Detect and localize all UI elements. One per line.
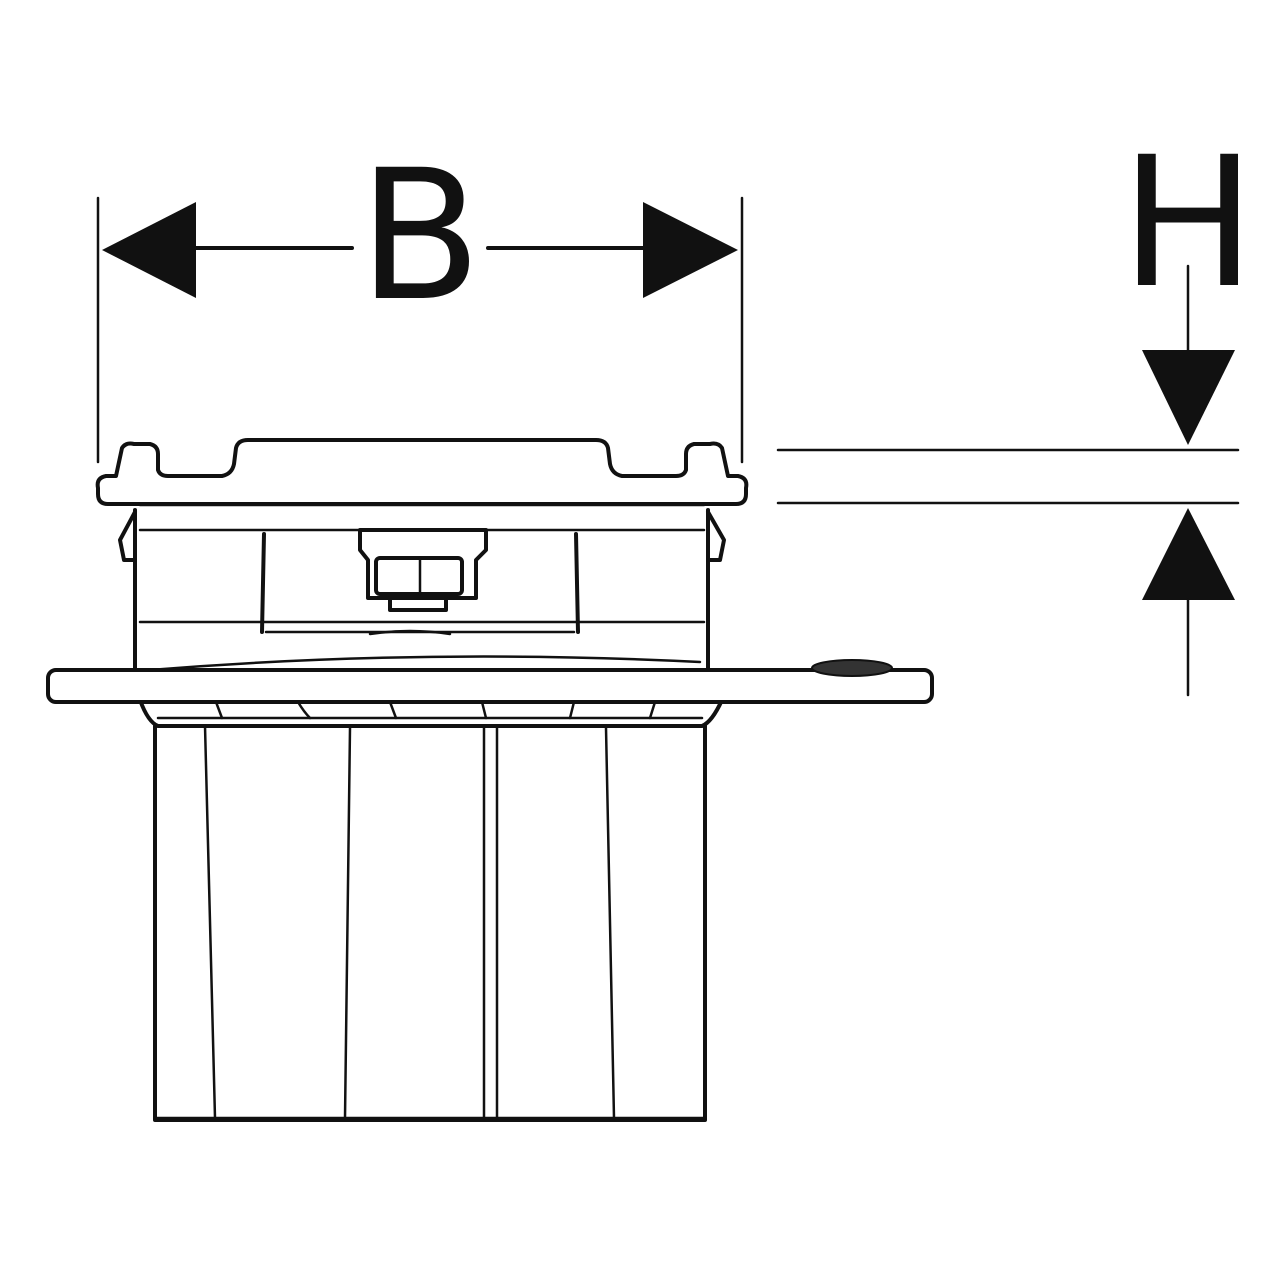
hex-nut bbox=[358, 528, 488, 612]
width-arrow-left-icon bbox=[102, 202, 196, 298]
height-dimension: H bbox=[776, 119, 1256, 697]
drain-assembly bbox=[46, 438, 934, 1122]
drain-pipe-body bbox=[153, 724, 707, 1122]
width-arrow-right-icon bbox=[643, 202, 738, 298]
flange-tab bbox=[811, 659, 893, 677]
drain-flange bbox=[46, 655, 934, 704]
width-dimension: B bbox=[96, 132, 744, 464]
height-arrow-down-icon bbox=[1142, 350, 1235, 445]
drain-cover bbox=[95, 438, 749, 507]
width-label: B bbox=[358, 132, 482, 341]
drain-collar bbox=[138, 698, 724, 728]
height-arrow-up-icon bbox=[1142, 508, 1235, 600]
